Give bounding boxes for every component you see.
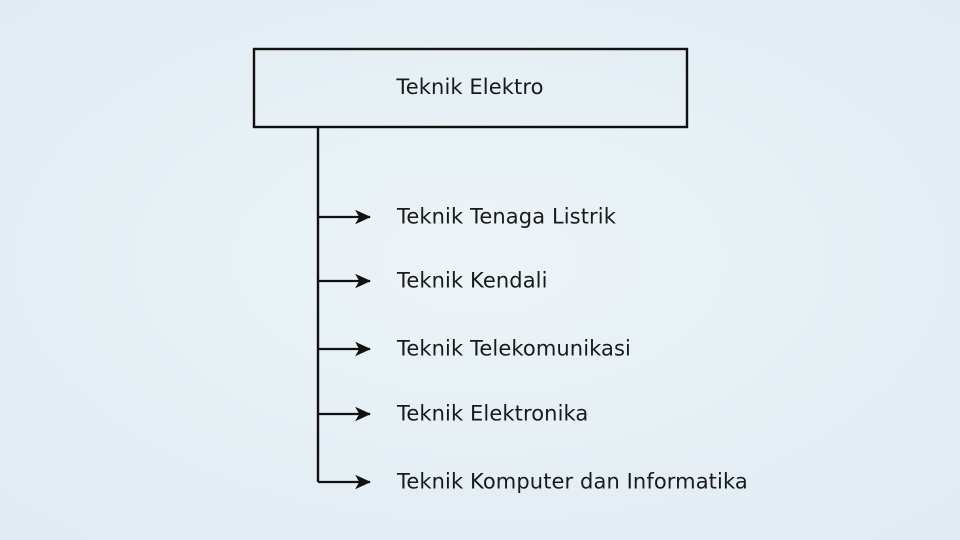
child-node-label-2: Teknik Kendali: [397, 268, 548, 293]
child-node-label-5: Teknik Komputer dan Informatika: [397, 469, 748, 494]
child-node-label-1: Teknik Tenaga Listrik: [397, 204, 616, 229]
child-node-label-4: Teknik Elektronika: [397, 401, 589, 426]
root-node-box: [252, 47, 689, 129]
child-node-label-3: Teknik Telekomunikasi: [397, 336, 631, 361]
root-node-label: Teknik Elektro: [396, 75, 544, 99]
